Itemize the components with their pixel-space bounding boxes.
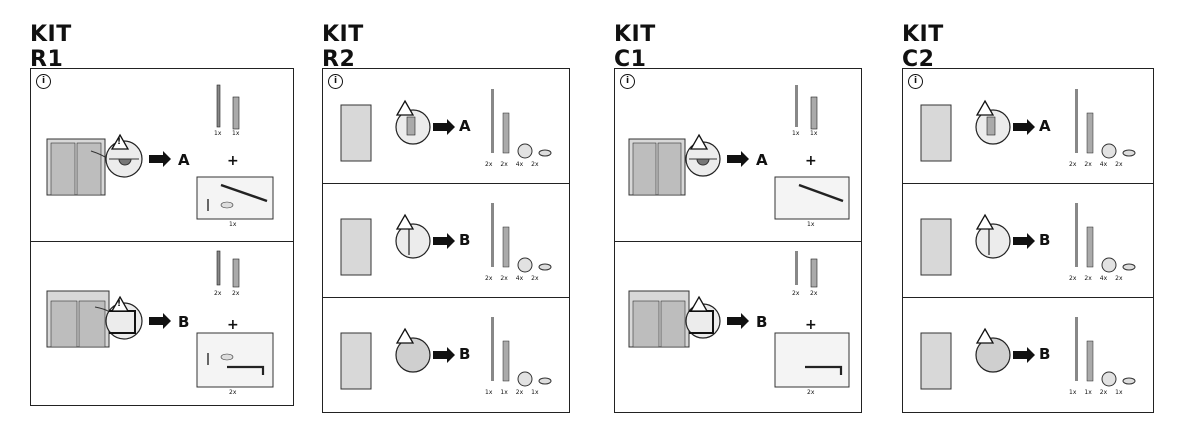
- warning-icon: !: [117, 299, 122, 309]
- divider: [323, 183, 569, 184]
- divider: [615, 241, 861, 242]
- qty-label: 2x: [1115, 161, 1123, 168]
- qty-label: 4x: [515, 161, 524, 168]
- qty-label: 4x: [1099, 275, 1108, 282]
- qty-label: 2x: [485, 161, 493, 168]
- qty-label: 2x: [810, 290, 818, 297]
- step-label: B: [178, 313, 190, 331]
- plus-sign: +: [805, 153, 817, 169]
- wall-anchor-illustrations: [340, 89, 552, 390]
- qty-label: 2x: [1069, 275, 1077, 282]
- info-icon: i: [328, 74, 343, 89]
- cabinet-hinge-illustration: [46, 84, 274, 220]
- qty-label: 4x: [1099, 161, 1108, 168]
- qty-label: 1x: [485, 389, 493, 396]
- plus-sign: +: [805, 317, 817, 333]
- qty-label: 1x: [232, 130, 240, 137]
- kit-panel: i: [614, 68, 862, 413]
- qty-label: 1x: [807, 221, 815, 228]
- kit-panel: i: [322, 68, 570, 413]
- qty-label: 2x: [214, 290, 222, 297]
- qty-label: 1x: [1084, 389, 1092, 396]
- kit-title: KIT C1: [614, 22, 656, 72]
- qty-label: 2x: [1084, 161, 1092, 168]
- plus-sign: +: [227, 317, 239, 333]
- qty-label: 2x: [1084, 275, 1092, 282]
- qty-label: 2x: [485, 275, 493, 282]
- step-label: A: [1039, 117, 1051, 135]
- qty-row: 2x 2x 4x 2x: [1069, 275, 1153, 282]
- qty-label: 1x: [214, 130, 222, 137]
- qty-label: 2x: [807, 389, 815, 396]
- qty-row: 2x 2x 4x 2x: [485, 275, 569, 282]
- qty-label: 2x: [792, 290, 800, 297]
- cabinet-illustrations: [628, 85, 850, 388]
- qty-label: 2x: [500, 161, 508, 168]
- qty-label: 1x: [229, 221, 237, 228]
- kit-title: KIT R1: [30, 22, 72, 72]
- kit-title: KIT C2: [902, 22, 944, 72]
- divider: [903, 183, 1153, 184]
- step-label: B: [459, 231, 471, 249]
- wall-anchor-illustrations: [920, 89, 1136, 390]
- qty-label: 4x: [515, 275, 524, 282]
- warning-icon: !: [117, 137, 122, 147]
- qty-label: 2x: [1115, 275, 1123, 282]
- qty-row: 1x 1x 2x 1x: [485, 389, 569, 396]
- kit-panel: i A: [30, 68, 294, 406]
- qty-label: 2x: [1069, 161, 1077, 168]
- qty-label: 2x: [500, 275, 508, 282]
- info-icon: i: [36, 74, 51, 89]
- qty-label: 1x: [810, 130, 818, 137]
- info-icon: i: [908, 74, 923, 89]
- kit-title: KIT R2: [322, 22, 364, 72]
- qty-label: 1x: [500, 389, 508, 396]
- qty-label: 1x: [1115, 389, 1123, 396]
- step-label: B: [1039, 345, 1051, 363]
- qty-label: 2x: [232, 290, 240, 297]
- qty-label: 2x: [515, 389, 524, 396]
- divider: [903, 297, 1153, 298]
- qty-label: 1x: [531, 389, 539, 396]
- qty-row: 1x 1x 2x 1x: [1069, 389, 1153, 396]
- step-label: A: [756, 151, 768, 169]
- qty-row: 2x 2x 4x 2x: [485, 161, 569, 168]
- step-label: B: [459, 345, 471, 363]
- kit-panel: i: [902, 68, 1154, 413]
- step-a-cell: A + 1x 1x 1x !: [31, 69, 293, 241]
- step-label: A: [459, 117, 471, 135]
- qty-label: 2x: [531, 161, 539, 168]
- divider: [31, 241, 293, 242]
- qty-label: 2x: [229, 389, 237, 396]
- plus-sign: +: [227, 153, 239, 169]
- qty-label: 2x: [1099, 389, 1108, 396]
- qty-label: 1x: [1069, 389, 1077, 396]
- step-label: B: [1039, 231, 1051, 249]
- qty-label: 2x: [531, 275, 539, 282]
- qty-label: 1x: [792, 130, 800, 137]
- step-b-cell: B + 2x 2x 2x !: [31, 241, 293, 405]
- step-label: B: [756, 313, 768, 331]
- qty-row: 2x 2x 4x 2x: [1069, 161, 1153, 168]
- info-icon: i: [620, 74, 635, 89]
- step-label: A: [178, 151, 190, 169]
- cabinet-bracket-illustration: [46, 250, 274, 388]
- divider: [323, 297, 569, 298]
